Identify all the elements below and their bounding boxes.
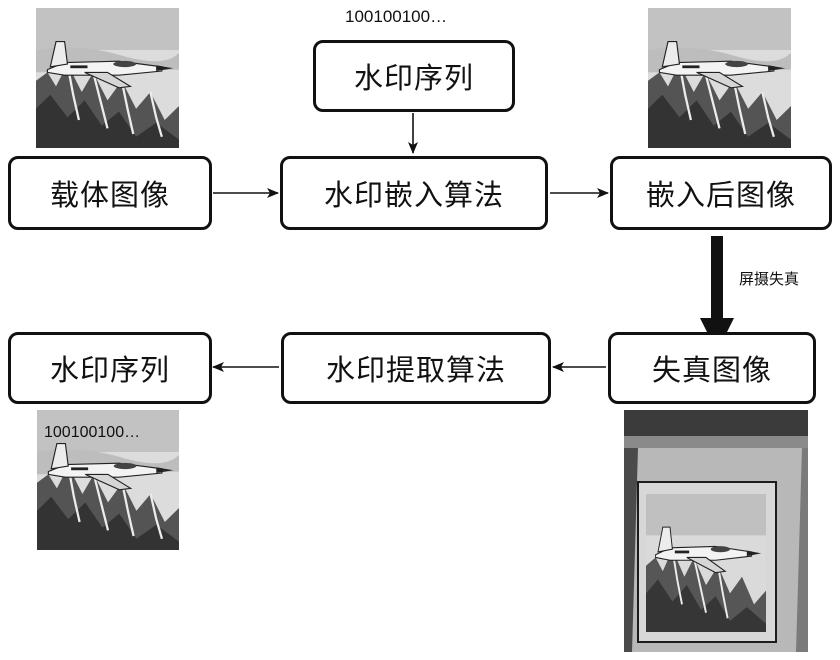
node-embed-algorithm: 水印嵌入算法: [280, 156, 548, 230]
thumbnail-watermarked-image: [648, 8, 791, 148]
watermark-bits-extracted: 100100100…: [44, 424, 141, 441]
thumbnail-cover-image: [36, 8, 179, 148]
node-watermarked-image: 嵌入后图像: [610, 156, 832, 230]
thumbnail-extracted-image: [37, 410, 179, 550]
label-screen-capture-distortion: 屏摄失真: [739, 270, 800, 288]
node-watermark-sequence-input: 水印序列: [313, 40, 515, 112]
thumbnail-distorted-image: [624, 410, 808, 652]
node-watermark-sequence-output: 水印序列: [8, 332, 212, 404]
node-extract-algorithm: 水印提取算法: [281, 332, 551, 404]
node-cover-image: 载体图像: [8, 156, 212, 230]
watermark-bits-top: 100100100…: [345, 7, 448, 26]
node-distorted-image: 失真图像: [608, 332, 816, 404]
